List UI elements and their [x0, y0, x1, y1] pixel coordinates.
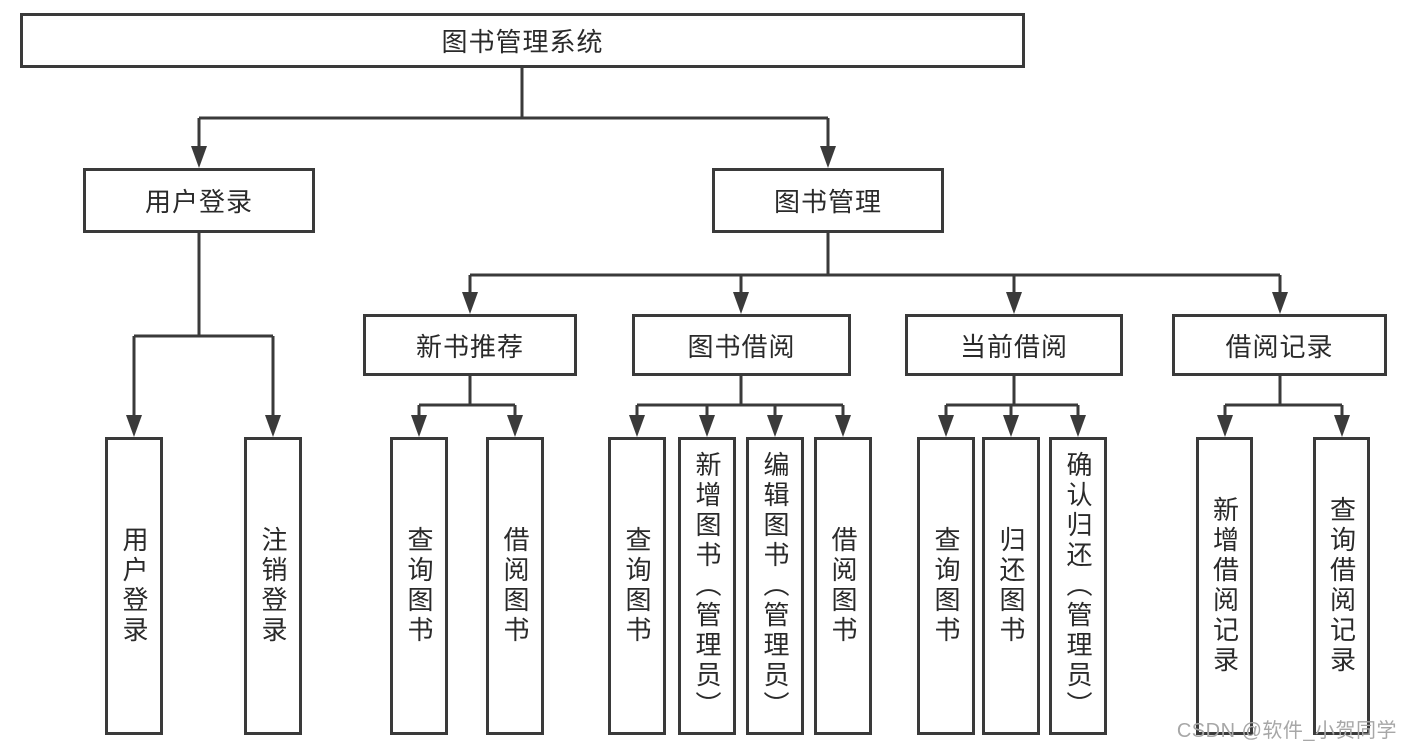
node-label: 新书推荐: [415, 331, 524, 362]
leaf-bb-edit-books-admin: 编辑图书（管理员）: [746, 437, 804, 735]
arrowhead-icon: [767, 415, 783, 437]
node-label: 确认归还（管理员）: [1063, 451, 1093, 721]
leaf-nbr-query-books: 查询图书: [390, 437, 448, 735]
leaf-cb-query-books: 查询图书: [917, 437, 975, 735]
arrowhead-icon: [820, 146, 836, 168]
node-label: 查询借阅记录: [1326, 496, 1357, 676]
arrowhead-icon: [733, 292, 749, 314]
arrowhead-icon: [1003, 415, 1019, 437]
arrowhead-icon: [629, 415, 645, 437]
node-library-management-system: 图书管理系统: [20, 13, 1025, 68]
node-label: 查询图书: [404, 526, 434, 646]
arrowhead-icon: [1272, 292, 1288, 314]
node-label: 查询图书: [931, 526, 961, 646]
leaf-bb-query-books: 查询图书: [608, 437, 666, 735]
arrowhead-icon: [126, 415, 142, 437]
csdn-watermark: CSDN @软件_小贺同学: [1176, 720, 1397, 742]
arrowhead-icon: [1070, 415, 1086, 437]
node-label: 注销登录: [258, 526, 288, 646]
arrowhead-icon: [462, 292, 478, 314]
node-current-borrowing: 当前借阅: [905, 314, 1123, 376]
leaf-user-login: 用户登录: [105, 437, 163, 735]
node-book-borrowing: 图书借阅: [632, 314, 851, 376]
arrowhead-icon: [191, 146, 207, 168]
arrowhead-icon: [507, 415, 523, 437]
leaf-bb-add-books-admin: 新增图书（管理员）: [678, 437, 736, 735]
node-new-book-recommendation: 新书推荐: [363, 314, 577, 376]
node-user-login: 用户登录: [83, 168, 315, 233]
leaf-bb-borrow-books: 借阅图书: [814, 437, 872, 735]
arrowhead-icon: [938, 415, 954, 437]
arrowhead-icon: [1334, 415, 1350, 437]
node-label: 用户登录: [144, 187, 253, 217]
node-label: 当前借阅: [959, 331, 1068, 362]
leaf-br-query-borrow-record: 查询借阅记录: [1313, 437, 1370, 735]
arrowhead-icon: [699, 415, 715, 437]
node-label: 借阅图书: [828, 526, 858, 646]
node-label: 归还图书: [996, 526, 1026, 646]
node-label: 图书管理系统: [441, 27, 604, 57]
leaf-nbr-borrow-books: 借阅图书: [486, 437, 544, 735]
node-label: 新增借阅记录: [1209, 496, 1240, 676]
leaf-br-add-borrow-record: 新增借阅记录: [1196, 437, 1253, 735]
arrowhead-icon: [835, 415, 851, 437]
arrowhead-icon: [1217, 415, 1233, 437]
node-label: 借阅图书: [500, 526, 530, 646]
arrowhead-icon: [265, 415, 281, 437]
node-label: 用户登录: [119, 526, 149, 646]
leaf-cb-confirm-return-admin: 确认归还（管理员）: [1049, 437, 1107, 735]
leaf-logout-login: 注销登录: [244, 437, 302, 735]
leaf-cb-return-books: 归还图书: [982, 437, 1040, 735]
arrowhead-icon: [1006, 292, 1022, 314]
node-label: 借阅记录: [1225, 331, 1334, 362]
node-book-management: 图书管理: [712, 168, 944, 233]
node-label: 查询图书: [622, 526, 652, 646]
node-label: 图书借阅: [687, 331, 796, 362]
node-label: 编辑图书（管理员）: [760, 451, 790, 721]
node-borrowing-records: 借阅记录: [1172, 314, 1387, 376]
arrowhead-icon: [411, 415, 427, 437]
node-label: 图书管理: [773, 187, 882, 217]
node-label: 新增图书（管理员）: [692, 451, 722, 721]
